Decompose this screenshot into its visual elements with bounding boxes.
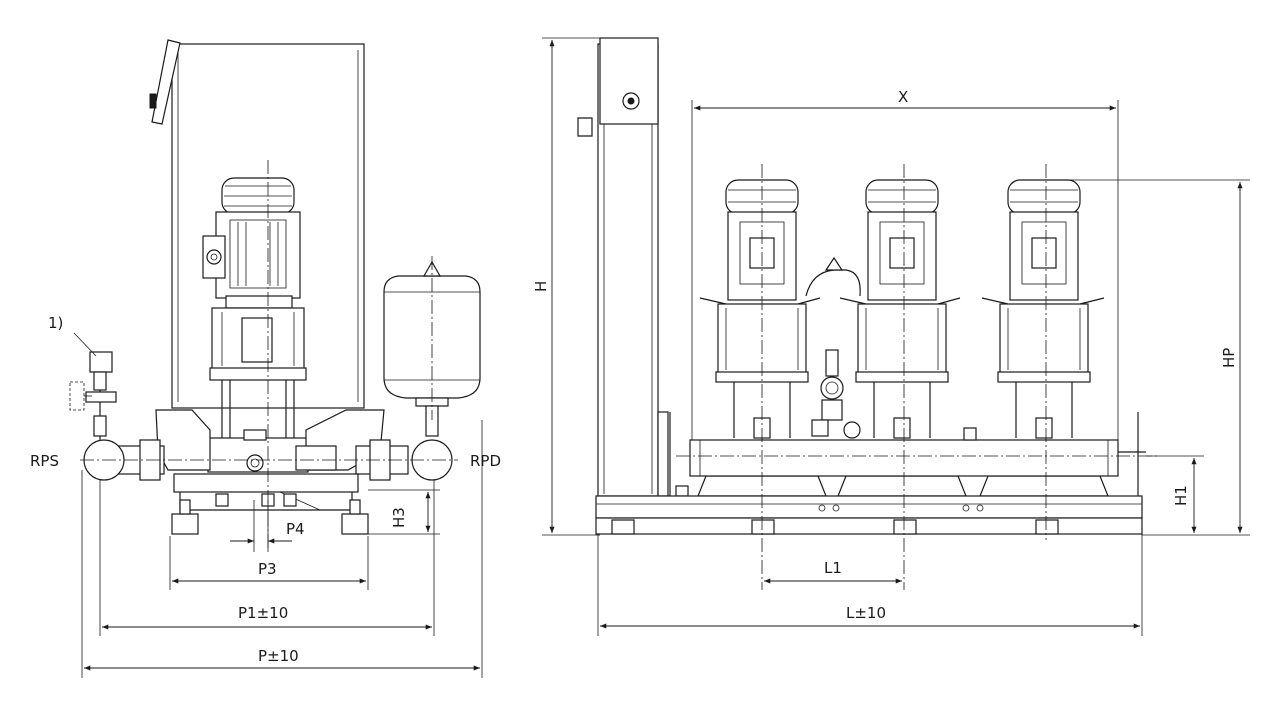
- pump-unit-3: [979, 179, 1109, 497]
- pressure-switch-assembly: [69, 351, 117, 440]
- front-view: X H HP H1 L1 L±10: [532, 37, 1250, 636]
- p-label: P±10: [258, 647, 299, 665]
- l1-label: L1: [824, 559, 842, 577]
- hp-label: HP: [1220, 348, 1238, 368]
- side-view-dimensions: [73, 332, 483, 678]
- l-label: L±10: [846, 604, 886, 622]
- side-view: 1) RPS RPD H3 P4 P3 P1±10 P±10: [30, 39, 501, 678]
- rpd-label: RPD: [470, 452, 501, 470]
- control-cabinet-front: [577, 37, 669, 497]
- p1-label: P1±10: [238, 604, 288, 622]
- front-view-dimensions: [542, 37, 1250, 636]
- pump-body-side: [207, 307, 309, 473]
- rps-label: RPS: [30, 452, 59, 470]
- pump-unit-2: [837, 179, 967, 497]
- p3-label: P3: [258, 560, 277, 578]
- h-label: H: [532, 281, 550, 292]
- base-frame-front: [595, 495, 1143, 535]
- note-label: 1): [48, 314, 63, 332]
- motor-side: [202, 177, 301, 309]
- p4-label: P4: [286, 520, 305, 538]
- manifold-side: [83, 409, 453, 481]
- vessel-and-gauge-front: [805, 256, 861, 439]
- x-label: X: [898, 88, 908, 106]
- h1-label: H1: [1172, 485, 1190, 506]
- h3-label: H3: [390, 507, 408, 528]
- base-frame-side: [171, 473, 369, 535]
